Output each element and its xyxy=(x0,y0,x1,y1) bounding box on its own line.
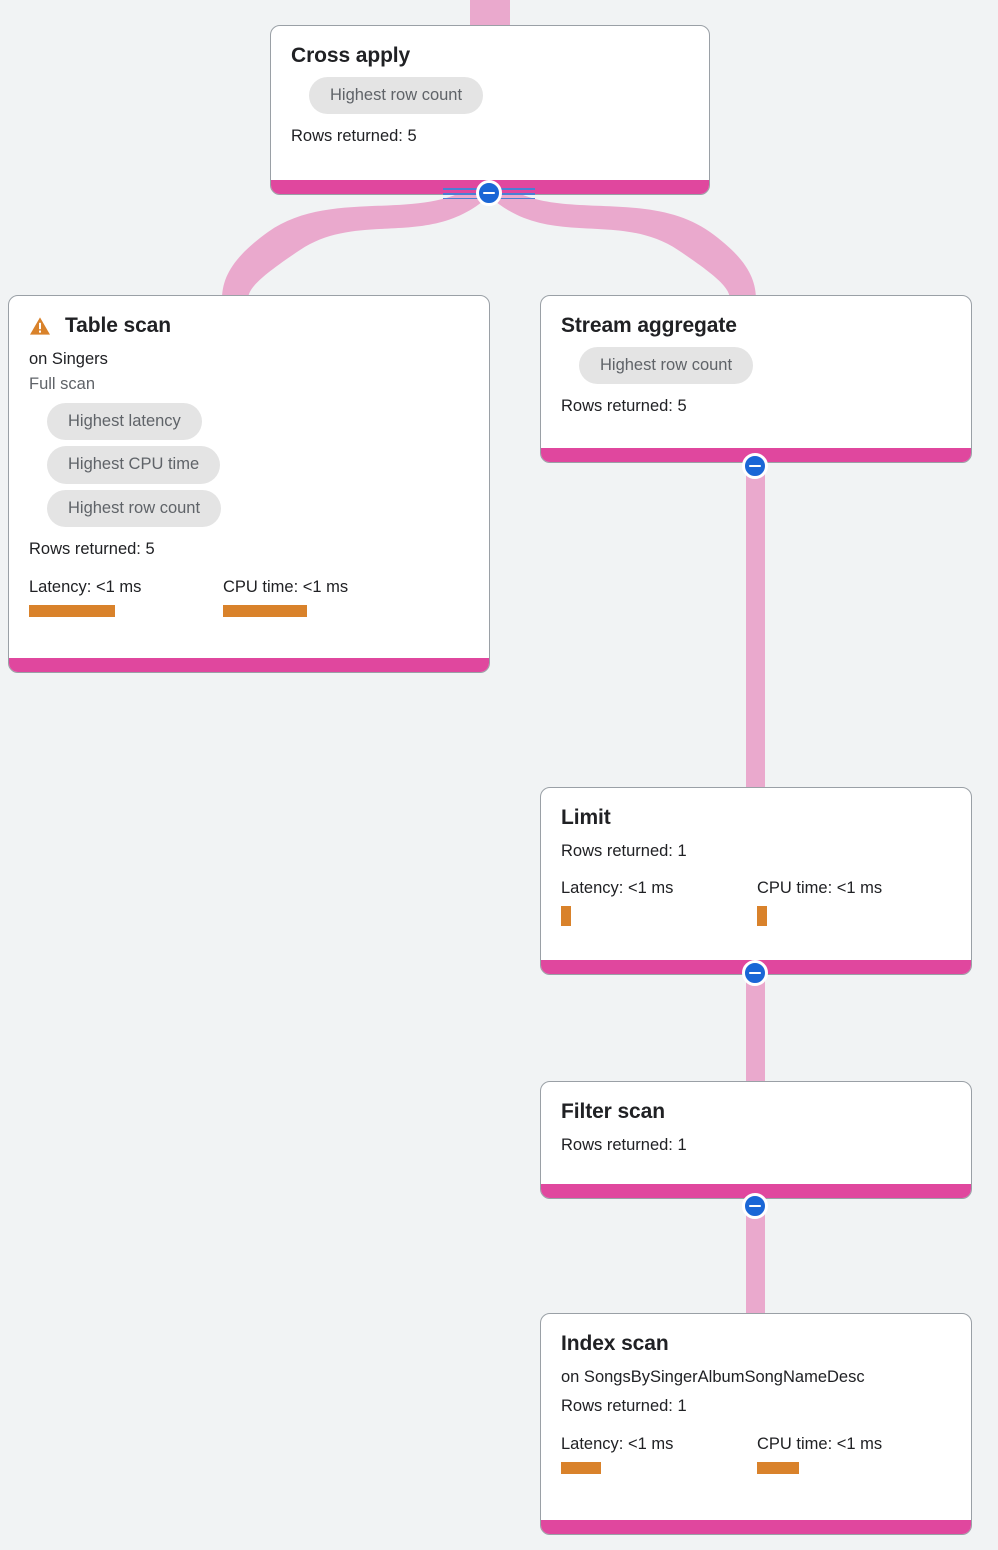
metric-label: CPU time: <1 ms xyxy=(757,879,883,898)
metric-latency: Latency: <1 ms xyxy=(561,1433,757,1474)
metric-cpu-time: CPU time: <1 ms xyxy=(757,1433,882,1474)
metric-bar xyxy=(561,906,571,927)
node-chips: Highest row count xyxy=(561,346,951,391)
node-subtitle: on SongsBySingerAlbumSongNameDesc xyxy=(561,1367,865,1386)
collapse-toggle-limit[interactable] xyxy=(742,960,768,986)
node-footer xyxy=(541,1520,971,1534)
node-chips: Highest row count xyxy=(291,76,689,121)
edge-cross-apply-to-stream-aggregate xyxy=(489,186,756,300)
node-subtitle: on Singers xyxy=(29,349,108,368)
collapse-toggle-cross-apply[interactable] xyxy=(476,180,502,206)
metric-bar xyxy=(29,604,115,617)
collapse-toggle-filter-scan[interactable] xyxy=(742,1193,768,1219)
chip-highest-row-count: Highest row count xyxy=(47,489,222,528)
node-filter-scan[interactable]: Filter scan Rows returned: 1 xyxy=(540,1081,972,1199)
node-title: Limit xyxy=(561,806,611,829)
node-limit[interactable]: Limit Rows returned: 1 Latency: <1 ms CP… xyxy=(540,787,972,975)
node-metrics: Latency: <1 ms CPU time: <1 ms xyxy=(561,1433,951,1474)
metric-bar xyxy=(561,1461,601,1474)
metric-label: CPU time: <1 ms xyxy=(757,1434,883,1453)
node-footer xyxy=(541,1184,971,1198)
metric-bar xyxy=(757,906,767,927)
minus-icon xyxy=(483,191,495,195)
node-footer xyxy=(9,658,489,672)
edge-cross-apply-to-table-scan xyxy=(222,186,489,300)
chip-highest-latency: Highest latency xyxy=(47,402,202,441)
rows-returned: Rows returned: 5 xyxy=(561,397,687,416)
chip-highest-row-count: Highest row count xyxy=(579,346,754,385)
node-table-scan[interactable]: Table scan on Singers Full scan Highest … xyxy=(8,295,490,673)
node-body: Table scan on Singers Full scan Highest … xyxy=(9,296,489,658)
metric-cpu-time: CPU time: <1 ms xyxy=(223,576,348,617)
metric-bar xyxy=(223,604,307,617)
metric-label: Latency: <1 ms xyxy=(561,879,674,898)
warning-icon xyxy=(30,317,50,335)
node-title: Cross apply xyxy=(291,44,411,67)
node-title-row: Filter scan xyxy=(561,1100,951,1124)
node-title: Filter scan xyxy=(561,1100,665,1123)
node-chips: Highest latency Highest CPU time Highest… xyxy=(29,402,469,534)
chip-highest-cpu-time: Highest CPU time xyxy=(47,446,221,484)
rows-returned: Rows returned: 5 xyxy=(29,540,155,559)
rows-returned: Rows returned: 1 xyxy=(561,841,687,860)
node-body: Limit Rows returned: 1 Latency: <1 ms CP… xyxy=(541,788,971,960)
node-title: Stream aggregate xyxy=(561,314,737,337)
node-title-row: Limit xyxy=(561,806,951,830)
minus-icon xyxy=(749,464,761,468)
rows-returned: Rows returned: 1 xyxy=(561,1397,687,1416)
node-title-row: Index scan xyxy=(561,1332,951,1356)
node-index-scan[interactable]: Index scan on SongsBySingerAlbumSongName… xyxy=(540,1313,972,1535)
minus-icon xyxy=(749,1204,761,1208)
node-title: Table scan xyxy=(65,314,171,337)
edge-stream-aggregate-to-limit xyxy=(746,460,765,790)
metric-bar xyxy=(757,1461,799,1474)
rows-returned: Rows returned: 1 xyxy=(561,1135,687,1154)
node-metrics: Latency: <1 ms CPU time: <1 ms xyxy=(29,576,469,617)
metric-label: Latency: <1 ms xyxy=(561,1434,674,1453)
node-title-row: Table scan xyxy=(29,314,469,338)
collapse-toggle-stream-aggregate[interactable] xyxy=(742,453,768,479)
node-body: Cross apply Highest row count Rows retur… xyxy=(271,26,709,180)
node-metrics: Latency: <1 ms CPU time: <1 ms xyxy=(561,877,951,927)
node-title-row: Cross apply xyxy=(291,44,689,68)
minus-icon xyxy=(749,971,761,975)
metric-label: Latency: <1 ms xyxy=(29,577,142,596)
node-title: Index scan xyxy=(561,1332,669,1355)
node-body: Index scan on SongsBySingerAlbumSongName… xyxy=(541,1314,971,1520)
node-body: Filter scan Rows returned: 1 xyxy=(541,1082,971,1184)
chip-highest-row-count: Highest row count xyxy=(309,76,484,115)
metric-latency: Latency: <1 ms xyxy=(561,877,757,927)
metric-cpu-time: CPU time: <1 ms xyxy=(757,877,883,927)
metric-latency: Latency: <1 ms xyxy=(29,576,223,617)
node-title-row: Stream aggregate xyxy=(561,314,951,338)
node-cross-apply[interactable]: Cross apply Highest row count Rows retur… xyxy=(270,25,710,195)
node-body: Stream aggregate Highest row count Rows … xyxy=(541,296,971,448)
metric-label: CPU time: <1 ms xyxy=(223,577,349,596)
node-stream-aggregate[interactable]: Stream aggregate Highest row count Rows … xyxy=(540,295,972,463)
node-scan-type: Full scan xyxy=(29,375,96,394)
rows-returned: Rows returned: 5 xyxy=(291,127,417,146)
